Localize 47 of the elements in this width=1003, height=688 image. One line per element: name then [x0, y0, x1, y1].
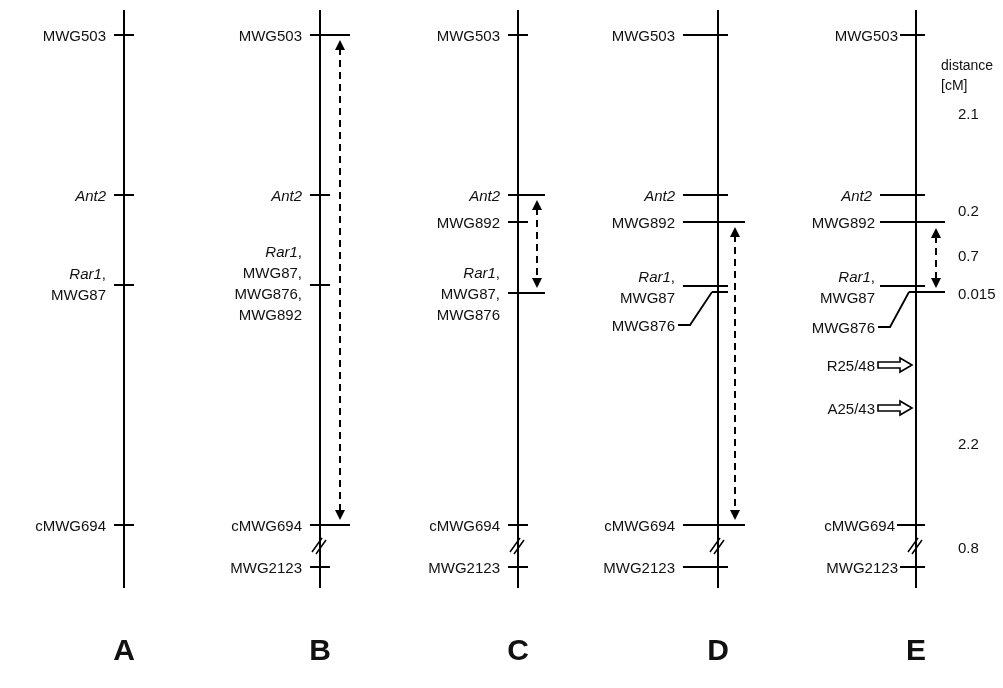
marker-label: cMWG694	[604, 515, 675, 536]
marker-label: Rar1, MWG87	[819, 267, 875, 308]
marker-label: MWG892	[436, 212, 500, 233]
marker-label: MWG876	[611, 314, 675, 336]
marker-label: Ant2	[841, 185, 872, 206]
marker-label: MWG503	[834, 25, 898, 46]
marker-label: MWG503	[42, 25, 106, 46]
panel-letter: A	[113, 633, 135, 667]
marker-label: cMWG694	[824, 515, 895, 536]
marker-label: MWG503	[611, 25, 675, 46]
panel-letter: E	[906, 633, 926, 667]
leader-line	[677, 291, 713, 326]
marker-label: MWG503	[436, 25, 500, 46]
marker-label: A25/43	[827, 397, 875, 419]
distance-value: 2.1	[958, 103, 979, 124]
marker-label: MWG2123	[428, 557, 500, 578]
marker-label: Rar1, MWG87, MWG876, MWG892	[233, 242, 302, 325]
marker-label: MWG503	[238, 25, 302, 46]
panel-letter: C	[507, 633, 529, 667]
marker-label: Rar1, MWG87	[619, 267, 675, 308]
marker-label: Ant2	[75, 185, 106, 206]
distance-value: 0.015	[958, 283, 996, 304]
distance-value: 0.2	[958, 200, 979, 221]
marker-label: cMWG694	[429, 515, 500, 536]
marker-label: MWG876	[811, 316, 875, 338]
marker-label: MWG2123	[230, 557, 302, 578]
hollow-arrow	[877, 399, 914, 417]
marker-label: cMWG694	[35, 515, 106, 536]
marker-label: R25/48	[826, 354, 875, 376]
distance-value: 0.7	[958, 245, 979, 266]
marker-label: Ant2	[271, 185, 302, 206]
marker-label: MWG892	[811, 212, 875, 233]
marker-label: cMWG694	[231, 515, 302, 536]
marker-label: MWG2123	[826, 557, 898, 578]
marker-label: Rar1, MWG87, MWG876	[435, 262, 500, 325]
marker-label: MWG2123	[603, 557, 675, 578]
leader-line	[877, 291, 910, 328]
marker-label: MWG892	[611, 212, 675, 233]
marker-label: Rar1, MWG87	[50, 264, 106, 305]
marker-label: Ant2	[644, 185, 675, 206]
panel-letter: B	[309, 633, 331, 667]
panel-letter: D	[707, 633, 729, 667]
hollow-arrow	[877, 356, 914, 374]
marker-label: Ant2	[469, 185, 500, 206]
distance-value: 2.2	[958, 433, 979, 454]
axis-title: distance [cM]	[941, 56, 995, 95]
distance-value: 0.8	[958, 537, 979, 558]
